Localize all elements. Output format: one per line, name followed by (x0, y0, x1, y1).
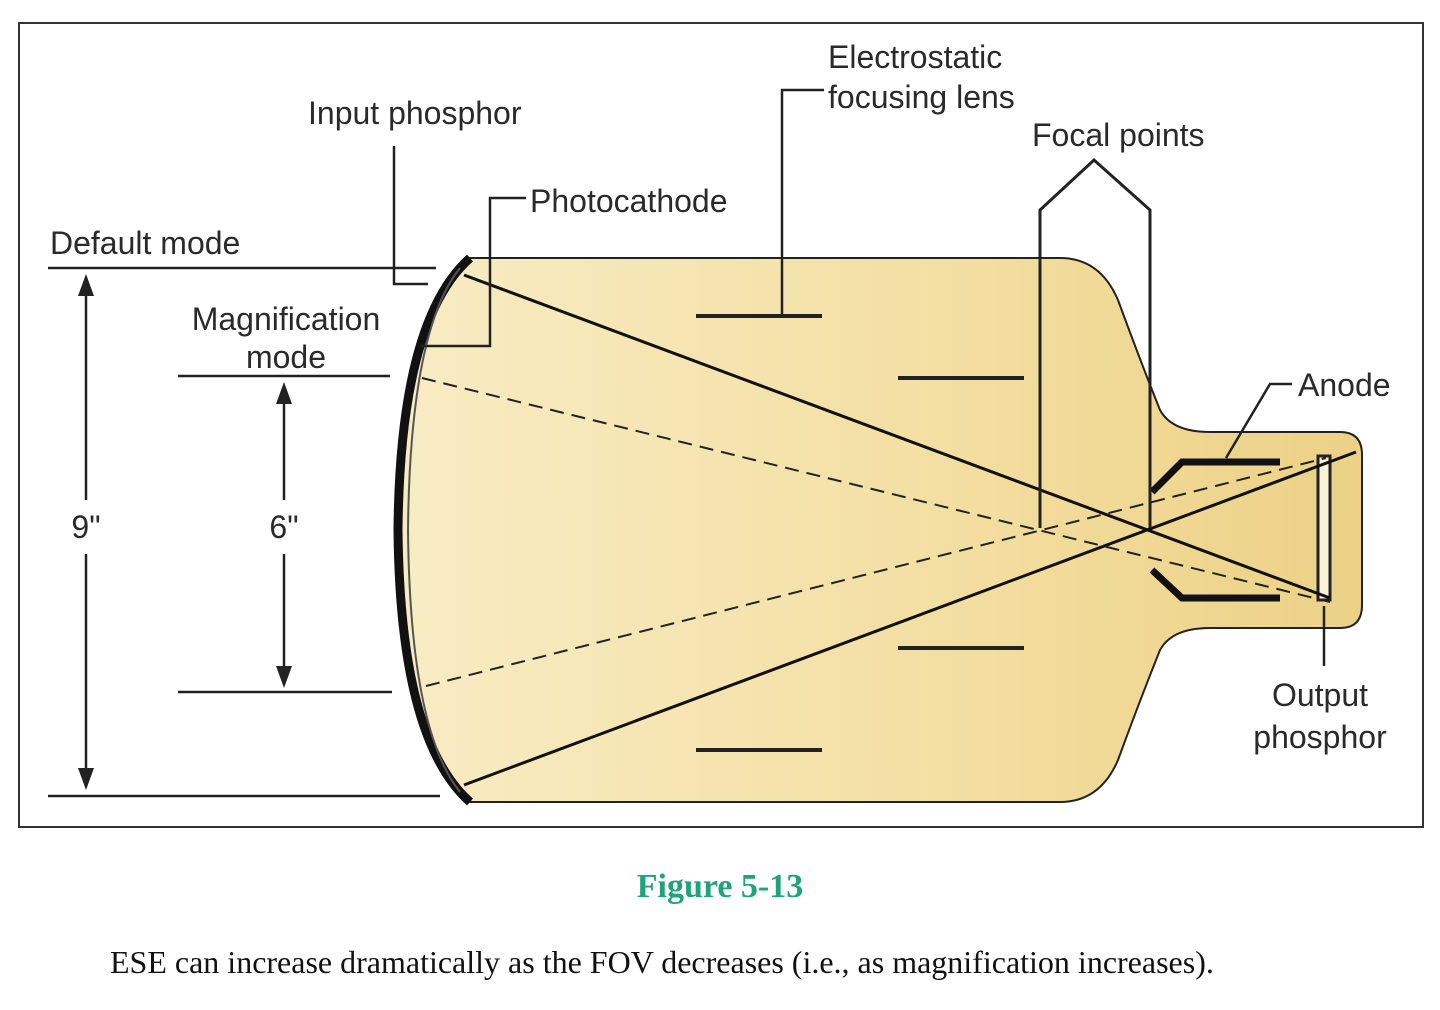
electrostatic-leader (780, 88, 824, 316)
label-nine-inch: 9" (71, 509, 100, 545)
six-inch-arrowhead-bottom (276, 666, 292, 688)
anode-top (1149, 458, 1280, 495)
input-phosphor-leader (392, 146, 428, 286)
magnification-ray-2 (425, 457, 1327, 687)
label-default-mode: Default mode (50, 225, 240, 261)
six-inch-arrowhead-top (276, 382, 292, 404)
anode-leader (1224, 382, 1292, 459)
focal-points-leader (1038, 157, 1152, 528)
figure-caption: ESE can increase dramatically as the FOV… (110, 944, 1214, 980)
label-output-line1: Output (1272, 677, 1368, 713)
label-input-phosphor: Input phosphor (308, 95, 522, 131)
default-ray-1 (463, 273, 1331, 600)
label-photocathode: Photocathode (530, 183, 728, 219)
nine-inch-arrowhead-top (78, 274, 94, 296)
input-phosphor-face (393, 254, 473, 806)
label-focal-points: Focal points (1032, 117, 1205, 153)
label-electrostatic-line1: Electrostatic (828, 39, 1002, 75)
nine-inch-arrowhead-bottom (78, 768, 94, 790)
output-phosphor (1316, 454, 1332, 602)
figure-title: Figure 5-13 (636, 868, 804, 905)
default-ray-2 (463, 450, 1357, 787)
label-anode: Anode (1298, 367, 1391, 403)
label-electrostatic-line2: focusing lens (828, 79, 1015, 115)
label-magnification-line1: Magnification (192, 301, 381, 337)
magnification-ray-1 (421, 377, 1331, 603)
label-six-inch: 6" (269, 509, 298, 545)
photocathode-leader (420, 196, 526, 348)
anode-bottom (1149, 567, 1280, 602)
label-magnification-line2: mode (246, 339, 326, 375)
label-output-line2: phosphor (1253, 719, 1387, 755)
intensifier-tube-body (396, 257, 1363, 803)
